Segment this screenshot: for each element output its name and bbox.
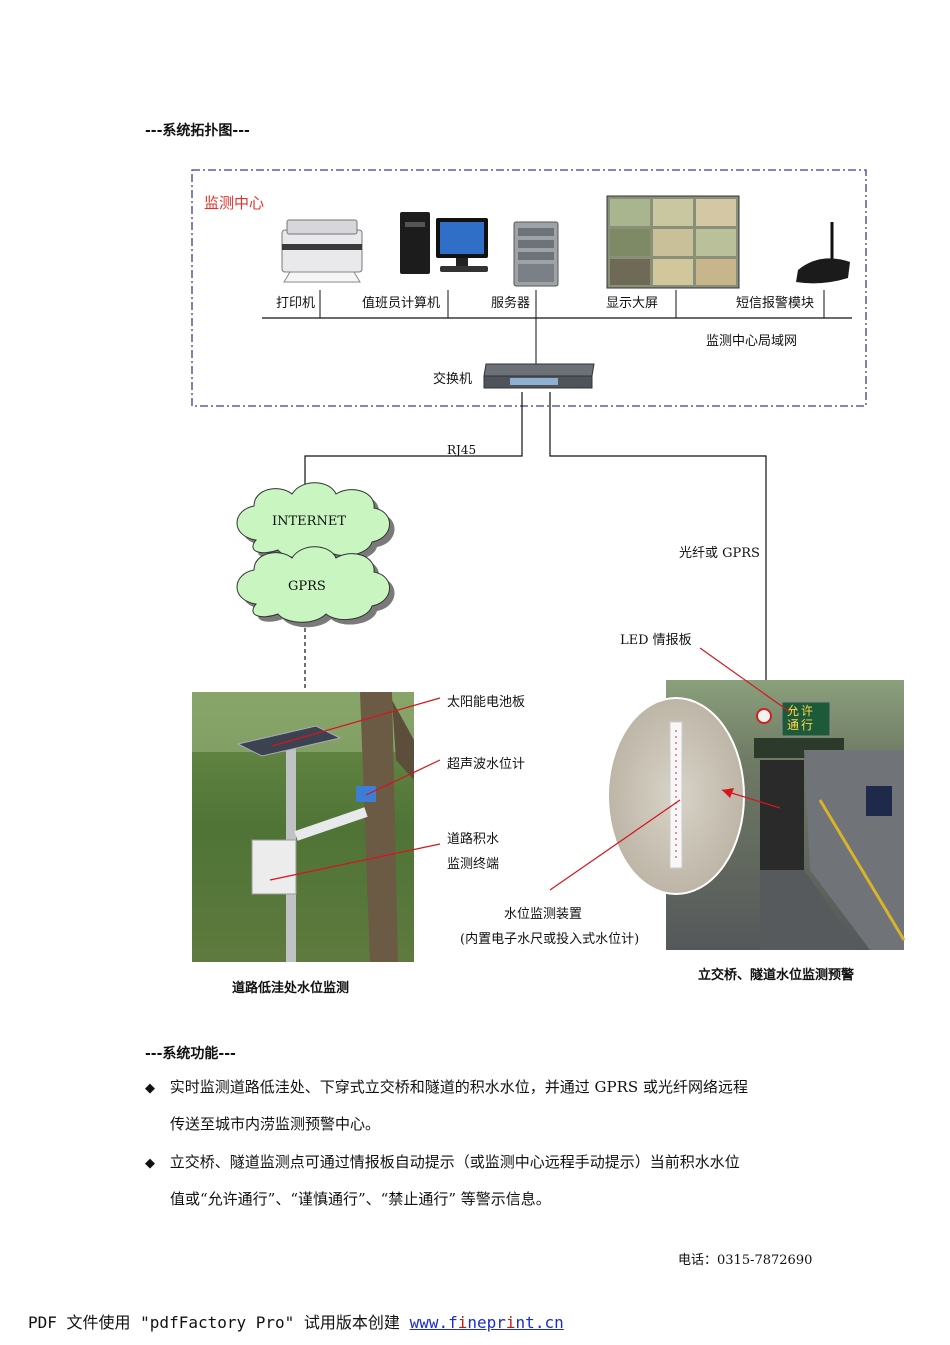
rj45-label: RJ45 [447,443,477,457]
computer-label: 值班员计算机 [362,296,441,311]
internet-label: INTERNET [272,514,346,529]
gauge-device-sublabel: (内置电子水尺或投入式水位计) [460,932,640,947]
led-sign-text: 允许通行 [787,704,816,732]
function-item-2-line2: 值或“允许通行”、“谨慎通行”、“禁止通行” 等警示信息。 [170,1190,551,1208]
gprs-label: GPRS [288,579,326,594]
contact-phone: 电话：0315-7872690 [678,1253,813,1268]
server-icon [513,221,559,287]
function-item-2: ◆ 立交桥、隧道监测点可通过情报板自动提示（或监测中心远程手动提示）当前积水水位 [145,1151,740,1175]
sms-modem-icon [796,222,850,284]
fiber-gprs-label: 光纤或 GPRS [679,546,760,561]
led-board-label: LED 情报板 [620,633,692,648]
annotation-lines [269,647,791,891]
printer-label: 打印机 [276,296,316,311]
server-label: 服务器 [491,296,531,311]
topology-diagram [191,169,906,962]
functions-title: ---系统功能--- [145,1046,236,1062]
bullet-diamond-icon: ◆ [145,1081,155,1096]
function-item-1: ◆ 实时监测道路低洼处、下穿式立交桥和隧道的积水水位，并通过 GPRS 或光纤网… [145,1076,748,1100]
display-wall-icon [606,195,740,289]
bullet-diamond-icon: ◆ [145,1156,155,1171]
water-gauge-inset [607,697,745,895]
function-item-1-line1: 实时监测道路低洼处、下穿式立交桥和隧道的积水水位，并通过 GPRS 或光纤网络远… [169,1078,748,1096]
computer-icon [400,212,488,274]
switch-icon [483,363,595,389]
monitoring-center-box [191,169,867,407]
lan-label: 监测中心局域网 [706,334,798,349]
display-wall-label: 显示大屏 [606,296,659,311]
topology-title: ---系统拓扑图--- [145,123,250,139]
sms-module-label: 短信报警模块 [736,296,815,311]
gprs-cloud [236,546,395,628]
footer-link[interactable]: www.fineprint.cn [409,1313,564,1332]
caption-roadside: 道路低洼处水位监测 [232,981,350,996]
solar-panel-label: 太阳能电池板 [447,695,526,710]
gauge-device-label: 水位监测装置 [504,907,583,922]
internet-cloud [236,482,395,564]
function-item-1-line2: 传送至城市内涝监测预警中心。 [170,1115,381,1133]
terminal-label-line1: 道路积水 [447,832,500,847]
monitoring-center-label: 监测中心 [204,194,265,212]
terminal-label-line2: 监测终端 [447,857,500,872]
caption-tunnel: 立交桥、隧道水位监测预警 [698,968,855,983]
switch-label: 交换机 [433,372,473,387]
pdf-footer: PDF 文件使用 "pdfFactory Pro" 试用版本创建 www.fin… [28,1309,564,1333]
footer-text: PDF 文件使用 "pdfFactory Pro" 试用版本创建 [28,1313,410,1332]
printer-icon [281,219,363,283]
ultrasonic-label: 超声波水位计 [447,757,526,772]
roadside-monitor-photo [192,692,414,962]
function-item-2-line1: 立交桥、隧道监测点可通过情报板自动提示（或监测中心远程手动提示）当前积水水位 [169,1153,740,1171]
